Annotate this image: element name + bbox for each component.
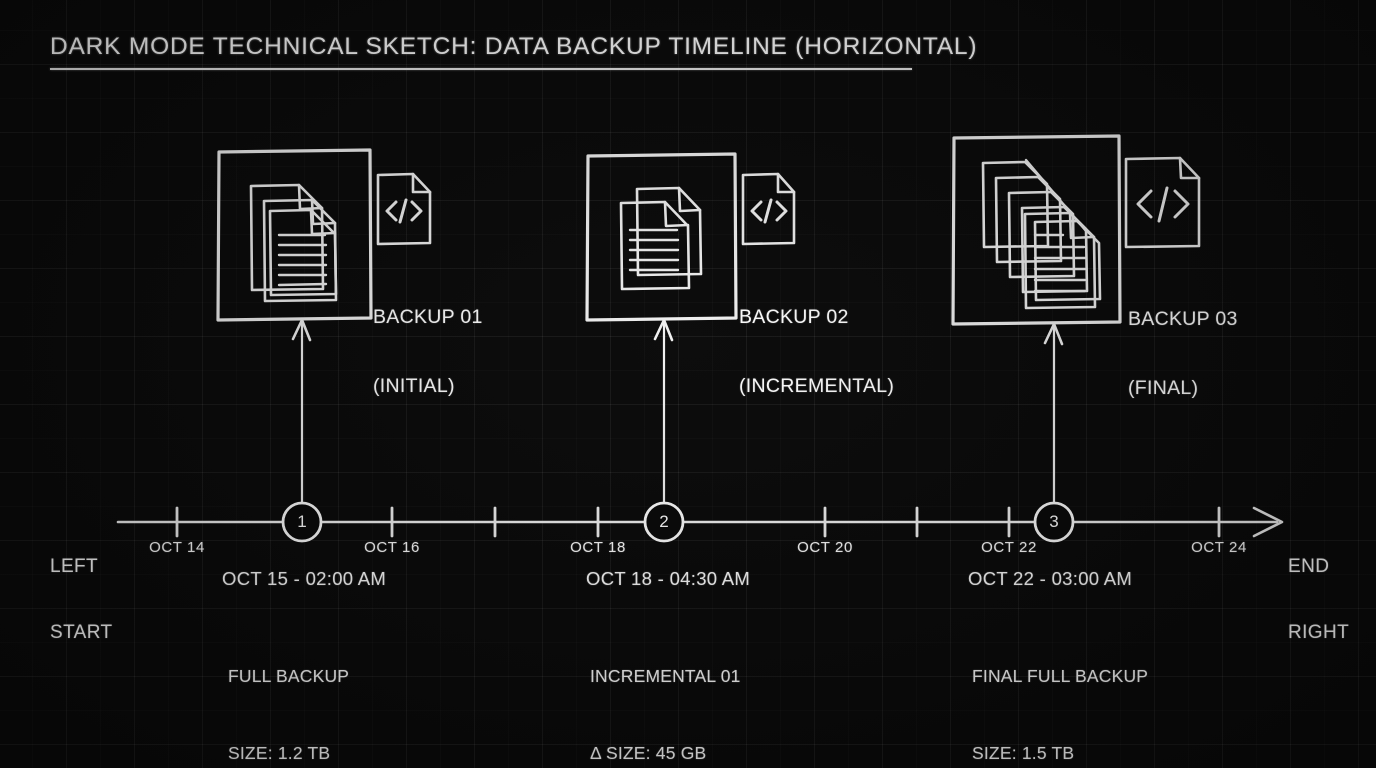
event-1-code-file-icon [376, 172, 432, 246]
event-2-document-back [635, 186, 703, 277]
axis-start-label: LEFT START [50, 512, 113, 688]
timeline-tick-label: OCT 24 [1191, 539, 1247, 556]
event-2-detail-block: INCREMENTAL 01 Δ SIZE: 45 GB DATE: 2023-… [590, 612, 782, 768]
timeline-node-marker[interactable] [1033, 501, 1075, 543]
event-3-code-chevron-left [1136, 189, 1153, 219]
event-2-connector-arrowhead [653, 318, 674, 342]
timeline-tick-label: OCT 14 [149, 539, 205, 556]
title-block: DARK MODE TECHNICAL SKETCH: DATA BACKUP … [50, 33, 977, 70]
event-1-code-file-fold [411, 172, 432, 194]
event-1-document-mid-fold [310, 198, 337, 226]
timeline-node-marker[interactable] [281, 501, 323, 543]
event-1-frame-box [216, 148, 373, 322]
event-3-stack-diagonal-mark [1024, 158, 1088, 233]
event-1-detail-block: FULL BACKUP SIZE: 1.2 TB DATE: 2023-10-1… [228, 612, 431, 768]
event-2-code-chevron-left [750, 200, 763, 222]
event-2-code-file-fold [776, 172, 796, 194]
event-2-backup-label-line1: BACKUP 02 [739, 306, 849, 328]
event-1-code-chevron-right [410, 200, 423, 222]
event-3-code-file-icon [1124, 156, 1201, 249]
timeline-tick-label: OCT 18 [570, 539, 626, 556]
event-3-detail-line-2: SIZE: 1.5 TB [972, 742, 1075, 763]
timeline-tick-label: OCT 22 [981, 539, 1037, 556]
timeline-end-arrowhead [1252, 506, 1284, 538]
axis-start-label-line1: LEFT [50, 556, 99, 577]
event-2-time-caption: OCT 18 - 04:30 AM [586, 568, 751, 589]
event-3-code-slash [1157, 186, 1169, 223]
event-3-code-file-fold [1178, 156, 1201, 180]
event-1-document-text-lines [277, 233, 328, 287]
event-3-document-back-3 [1007, 190, 1076, 279]
event-2-frame-box [585, 152, 738, 322]
page-title: DARK MODE TECHNICAL SKETCH: DATA BACKUP … [50, 33, 978, 60]
event-2-code-file-icon [741, 172, 796, 246]
axis-start-label-line2: START [50, 622, 113, 643]
event-2-code-chevron-right [775, 200, 788, 222]
axis-end-label-line1: END [1288, 556, 1330, 577]
timeline-tick-label: OCT 20 [797, 539, 853, 556]
event-1-backup-label-line2: (INITIAL) [373, 375, 455, 397]
event-3-backup-label-line2: (FINAL) [1128, 377, 1199, 399]
timeline-tick-label: OCT 16 [364, 539, 420, 556]
event-2-document-text-lines [628, 228, 680, 272]
event-3-document-back-4 [994, 175, 1063, 264]
timeline-node-number: 1 [297, 512, 307, 531]
event-3-document-back-5 [981, 160, 1050, 249]
event-3-code-chevron-right [1173, 189, 1190, 219]
event-3-illustration [951, 134, 1201, 505]
event-3-document-text-lines [1033, 233, 1087, 293]
event-3-connector-arrowhead [1043, 322, 1064, 346]
title-underline-rule [50, 68, 912, 70]
timeline-node-number: 3 [1049, 512, 1059, 531]
event-3-document-front [1023, 211, 1097, 310]
event-1-document-front [268, 208, 338, 297]
axis-end-label: END RIGHT [1288, 512, 1349, 688]
event-2-detail-line-2: Δ SIZE: 45 GB [590, 742, 707, 763]
event-2-document-front-fold [663, 200, 690, 228]
timeline-node-layer [281, 501, 1075, 543]
event-3-document-back-2 [1020, 205, 1089, 294]
event-2-document-front [619, 200, 691, 291]
event-3-time-caption: OCT 22 - 03:00 AM [968, 568, 1133, 589]
event-1-code-chevron-left [385, 200, 398, 222]
event-2-illustration [585, 152, 796, 505]
event-1-time-caption: OCT 15 - 02:00 AM [222, 568, 387, 589]
event-2-detail-line-1: INCREMENTAL 01 [590, 665, 741, 686]
event-1-connector-arrowhead [291, 318, 312, 342]
event-3-detail-line-1: FINAL FULL BACKUP [972, 665, 1149, 686]
event-1-backup-label-line1: BACKUP 01 [373, 306, 483, 328]
event-2-code-slash [763, 198, 773, 224]
event-1-illustration [216, 148, 432, 505]
event-1-backup-label: BACKUP 01 (INITIAL) [373, 260, 483, 444]
event-3-detail-block: FINAL FULL BACKUP SIZE: 1.5 TB DATE: 202… [972, 612, 1167, 768]
axis-end-label-line2: RIGHT [1288, 622, 1350, 643]
event-1-document-mid [262, 198, 338, 303]
event-2-backup-label: BACKUP 02 (INCREMENTAL) [739, 260, 894, 444]
event-1-detail-line-2: SIZE: 1.2 TB [228, 742, 331, 763]
timeline-node-marker[interactable] [643, 501, 685, 543]
event-3-backup-label-line1: BACKUP 03 [1128, 308, 1238, 330]
timeline-node-number: 2 [659, 512, 669, 531]
event-2-backup-label-line2: (INCREMENTAL) [739, 375, 895, 397]
event-1-code-slash [398, 198, 408, 224]
event-1-detail-line-1: FULL BACKUP [228, 665, 350, 686]
event-3-frame-box [951, 134, 1122, 326]
event-3-backup-label: BACKUP 03 (FINAL) [1128, 262, 1238, 446]
event-2-document-back-fold [677, 186, 702, 213]
event-3-document-front-fold [1068, 211, 1096, 240]
event-1-document-back [249, 183, 325, 292]
